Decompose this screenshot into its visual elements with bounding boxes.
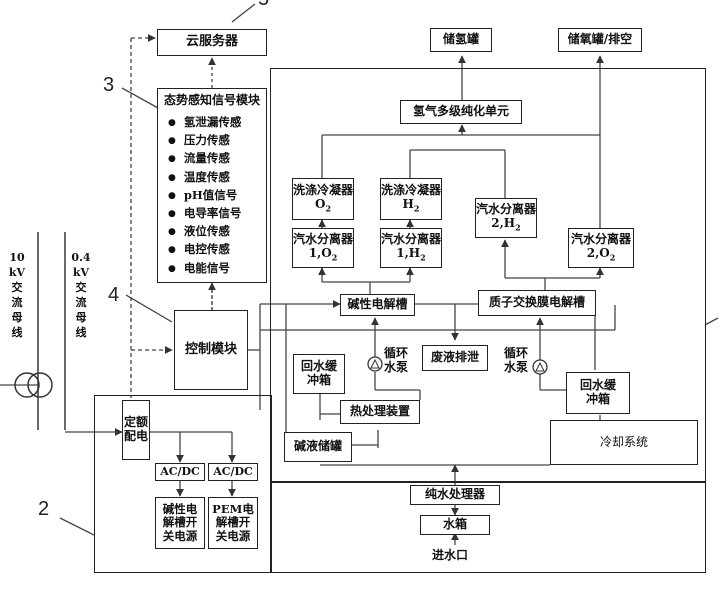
cloud-server-box[interactable]: 云服务器	[157, 29, 267, 56]
sensor-item: 电控传感	[168, 240, 241, 258]
water-tank-box[interactable]: 水箱	[420, 515, 490, 535]
sensor-item: 氢泄漏传感	[168, 113, 242, 131]
ref-label-4: 4	[108, 284, 120, 306]
ref-label-5: 5	[258, 0, 269, 11]
ref-label-2: 2	[38, 498, 50, 520]
sensor-item: pH值信号	[168, 186, 241, 204]
return-buffer-tank-left-box[interactable]: 回水缓冲箱	[293, 354, 345, 394]
separator-2-h2-box[interactable]: 汽水分离器2,H2	[475, 198, 537, 238]
wash-condenser-h2-box[interactable]: 洗涤冷凝器H2	[380, 178, 442, 220]
rated-distribution-box[interactable]: 定额配电	[122, 400, 150, 460]
waste-drain-box[interactable]: 废液排泄	[422, 345, 488, 371]
return-buffer-tank-right-box[interactable]: 回水缓冲箱	[566, 372, 630, 414]
separator-1-h2-box[interactable]: 汽水分离器1,H2	[380, 228, 442, 268]
acdc-left-box[interactable]: AC/DC	[155, 463, 205, 481]
lye-storage-tank-box[interactable]: 碱液储罐	[284, 432, 352, 462]
sensor-item: 电能信号	[168, 259, 241, 277]
circulation-pump-right-label: 循环水泵	[504, 346, 529, 375]
cooling-system-box[interactable]: 冷却系统	[550, 420, 698, 465]
sensing-module-box[interactable]: 态势感知信号模块 氢泄漏传感 压力传感 流量传感 温度传感 pH值信号 电导率信…	[157, 88, 267, 283]
hydrogen-production-frame	[270, 68, 706, 482]
circulation-pump-left-label: 循环水泵	[384, 346, 409, 375]
sensing-module-title: 态势感知信号模块	[163, 93, 260, 107]
alkaline-electrolyzer-box[interactable]: 碱性电解槽	[340, 294, 415, 316]
oxygen-storage-box[interactable]: 储氧罐/排空	[558, 28, 642, 52]
water-inlet-label: 进水口	[432, 548, 469, 562]
alkaline-power-supply-box[interactable]: 碱性电解槽开关电源	[155, 497, 205, 549]
hydrogen-storage-box[interactable]: 储氢罐	[430, 28, 492, 52]
hydrogen-purification-box[interactable]: 氢气多级纯化单元	[400, 100, 522, 124]
sensor-item: 压力传感	[168, 131, 241, 149]
water-supply-frame	[270, 482, 706, 573]
wash-condenser-o2-box[interactable]: 洗涤冷凝器O2	[292, 178, 354, 220]
sensor-item: 液位传感	[168, 222, 241, 240]
ref-label-3: 3	[103, 74, 115, 96]
heat-treatment-box[interactable]: 热处理装置	[340, 400, 420, 424]
pem-power-supply-box[interactable]: PEM电解槽开关电源	[208, 497, 258, 549]
pure-water-processor-box[interactable]: 纯水处理器	[410, 485, 500, 505]
sensor-item: 流量传感	[168, 149, 241, 167]
separator-2-o2-box[interactable]: 汽水分离器2,O2	[568, 228, 634, 268]
pem-electrolyzer-box[interactable]: 质子交换膜电解槽	[478, 290, 596, 316]
sensor-item: 电导率信号	[168, 204, 242, 222]
separator-1-o2-box[interactable]: 汽水分离器1,O2	[292, 228, 354, 268]
control-module-box[interactable]: 控制模块	[174, 310, 248, 390]
acdc-right-box[interactable]: AC/DC	[208, 463, 258, 481]
sensor-item: 温度传感	[168, 168, 241, 186]
power-distribution-frame	[94, 395, 272, 573]
